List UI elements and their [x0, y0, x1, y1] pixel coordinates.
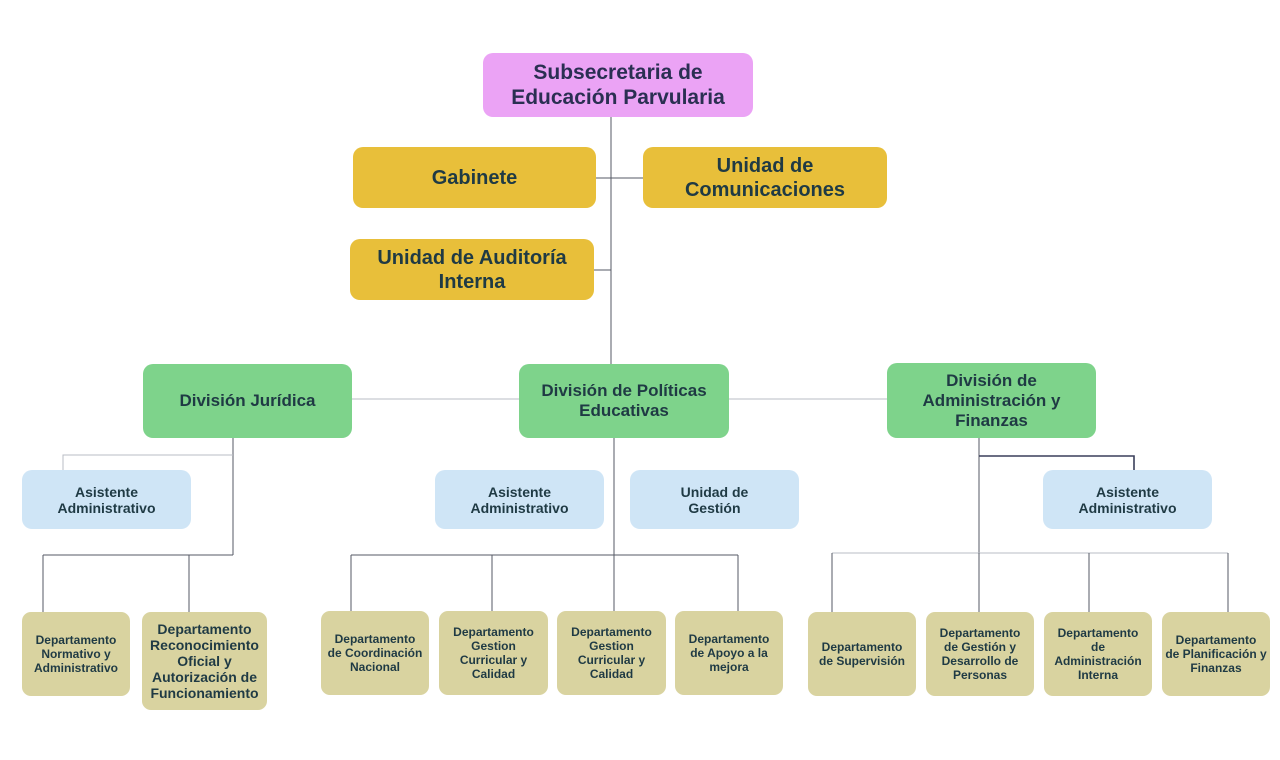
box-asistente-politicas: Asistente Administrativo: [435, 470, 604, 529]
box-division-administracion: División de Administración y Finanzas: [887, 363, 1096, 438]
box-asistente-administracion: Asistente Administrativo: [1043, 470, 1212, 529]
box-depto-administracion-interna: Departamento de Administración Interna: [1044, 612, 1152, 696]
box-depto-gestion-personas: Departamento de Gestión y Desarrollo de …: [926, 612, 1034, 696]
box-gabinete: Gabinete: [353, 147, 596, 208]
box-unidad-auditoria: Unidad de Auditoría Interna: [350, 239, 594, 300]
box-division-politicas: División de Políticas Educativas: [519, 364, 729, 438]
box-depto-apoyo-mejora: Departamento de Apoyo a la mejora: [675, 611, 783, 695]
box-depto-gestion-curricular-1: Departamento Gestion Curricular y Calida…: [439, 611, 548, 695]
connector-juridica-asistente: [62, 454, 233, 470]
box-depto-gestion-curricular-2: Departamento Gestion Curricular y Calida…: [557, 611, 666, 695]
box-depto-coordinacion: Departamento de Coordinación Nacional: [321, 611, 429, 695]
connector-admin-asistente: [979, 455, 1135, 470]
box-subsecretaria: Subsecretaria de Educación Parvularia: [483, 53, 753, 117]
box-unidad-comunicaciones: Unidad de Comunicaciones: [643, 147, 887, 208]
box-depto-reconocimiento: Departamento Reconocimiento Oficial y Au…: [142, 612, 267, 710]
box-depto-supervision: Departamento de Supervisión: [808, 612, 916, 696]
box-unidad-gestion: Unidad de Gestión: [630, 470, 799, 529]
box-depto-normativo: Departamento Normativo y Administrativo: [22, 612, 130, 696]
box-asistente-juridica: Asistente Administrativo: [22, 470, 191, 529]
box-depto-planificacion: Departamento de Planificación y Finanzas: [1162, 612, 1270, 696]
box-division-juridica: División Jurídica: [143, 364, 352, 438]
